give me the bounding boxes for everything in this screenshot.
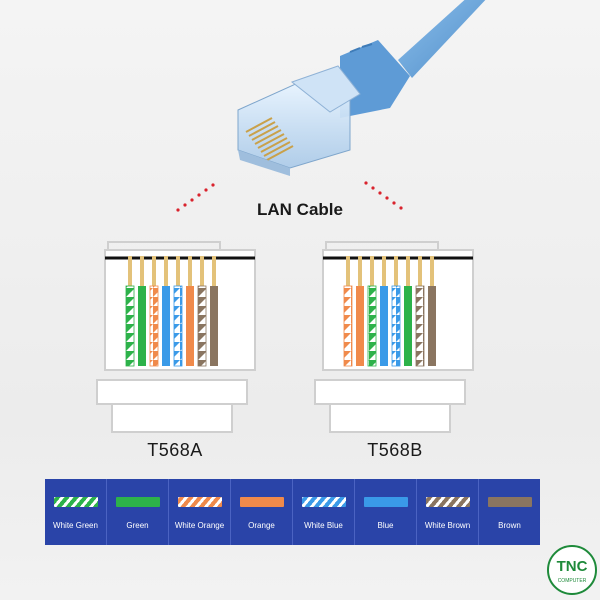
pin-contact-2 <box>358 256 362 286</box>
tnc-computer-logo: TNC COMPUTER <box>547 545 597 595</box>
connector-t568b <box>314 241 474 433</box>
wire-t568b-pin-2-orange <box>356 286 364 366</box>
wire-t568b-pin-6-green <box>404 286 412 366</box>
logo-mark: TNC <box>557 558 588 575</box>
wire-t568b-pin-7-white-brown <box>415 285 425 367</box>
pin-contact-7 <box>418 256 422 286</box>
lan-cable-illustration <box>237 0 486 176</box>
legend-label-white-orange: White Orange <box>174 521 225 530</box>
wire-t568a-pin-5-white-blue <box>173 285 183 367</box>
wire-t568b-pin-4-blue <box>380 286 388 366</box>
wire-color-legend: White Green Green White Orange Orange White … <box>45 479 540 545</box>
wire-t568b-pin-8-brown <box>428 286 436 366</box>
legend-label-white-brown: White Brown <box>424 521 471 530</box>
legend-label-green: Green <box>126 521 149 530</box>
legend-item-white-blue: White Blue <box>293 479 355 545</box>
legend-label-orange: Orange <box>248 521 275 530</box>
wire-t568b-pin-5-white-blue <box>391 285 401 367</box>
legend-label-blue: Blue <box>377 521 394 530</box>
wire-t568b-pin-3-white-green <box>367 285 377 367</box>
legend-label-white-blue: White Blue <box>304 521 343 530</box>
wire-t568a-pin-8-brown <box>210 286 218 366</box>
pin-contact-1 <box>346 256 350 286</box>
legend-swatch-white-blue <box>301 497 346 507</box>
legend-label-brown: Brown <box>498 521 521 530</box>
standard-label-t568a: T568A <box>147 440 203 460</box>
pin-contact-8 <box>430 256 434 286</box>
pin-contact-3 <box>152 256 156 286</box>
connector-t568a <box>96 241 256 433</box>
legend-item-orange: Orange <box>231 479 293 545</box>
pin-contact-2 <box>140 256 144 286</box>
pin-contact-8 <box>212 256 216 286</box>
legend-swatch-orange <box>239 497 284 507</box>
legend-swatch-white-brown <box>425 497 470 507</box>
legend-item-green: Green <box>107 479 169 545</box>
pin-contact-6 <box>406 256 410 286</box>
diagram-title: LAN Cable <box>257 200 343 219</box>
legend-item-white-orange: White Orange <box>169 479 231 545</box>
legend-swatch-white-green <box>53 497 98 507</box>
standard-label-t568b: T568B <box>367 440 423 460</box>
pin-contact-3 <box>370 256 374 286</box>
pin-contact-4 <box>382 256 386 286</box>
pin-contact-5 <box>176 256 180 286</box>
wire-t568b-pin-1-white-orange <box>343 285 353 367</box>
wire-t568a-pin-6-orange <box>186 286 194 366</box>
wire-t568a-pin-2-green <box>138 286 146 366</box>
logo-text: COMPUTER <box>558 578 587 584</box>
pin-contact-7 <box>200 256 204 286</box>
legend-item-white-brown: White Brown <box>417 479 479 545</box>
legend-swatch-green <box>115 497 160 507</box>
legend-item-blue: Blue <box>355 479 417 545</box>
legend-swatch-white-orange <box>177 497 222 507</box>
wire-t568a-pin-3-white-orange <box>149 285 159 367</box>
legend-swatch-brown <box>487 497 532 507</box>
wire-t568a-pin-4-blue <box>162 286 170 366</box>
wire-t568a-pin-1-white-green <box>125 285 135 367</box>
pin-contact-4 <box>164 256 168 286</box>
pointer-dots-right <box>364 181 403 210</box>
legend-swatch-blue <box>363 497 408 507</box>
legend-label-white-green: White Green <box>53 521 98 530</box>
pin-contact-6 <box>188 256 192 286</box>
legend-item-white-green: White Green <box>45 479 107 545</box>
pin-contact-5 <box>394 256 398 286</box>
wire-t568a-pin-7-white-brown <box>197 285 207 367</box>
legend-item-brown: Brown <box>479 479 540 545</box>
pointer-dots-left <box>176 183 215 212</box>
pin-contact-1 <box>128 256 132 286</box>
